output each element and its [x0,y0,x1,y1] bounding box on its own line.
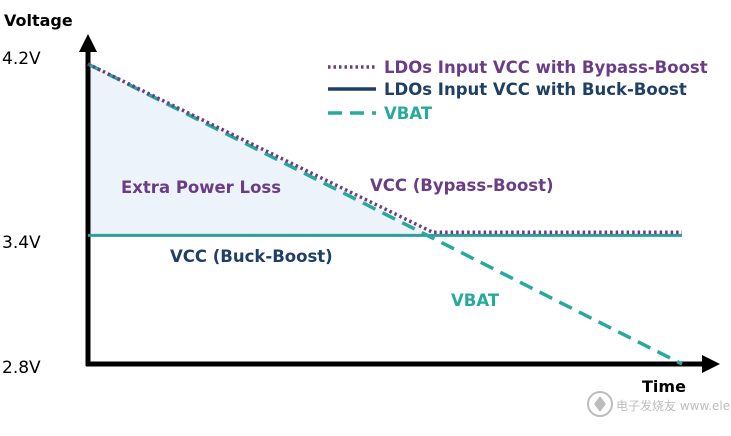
watermark-logo-icon [587,391,613,417]
y-axis-title: Voltage [4,11,73,30]
series-line-bypass-boost [87,62,682,234]
annotation-vcc-bypass: VCC (Bypass-Boost) [370,176,554,195]
watermark-logo-mark [594,396,606,412]
annotation-vbat: VBAT [451,291,500,310]
y-tick-label-4.2: 4.2V [2,49,41,69]
annotation-vcc-buck: VCC (Buck-Boost) [170,247,333,266]
watermark: 电子发烧友 www.elecfans.com [587,391,731,417]
legend-label-bypass: LDOs Input VCC with Bypass-Boost [384,58,708,77]
watermark-text: 电子发烧友 www.elecfans.com [616,398,731,413]
y-axis-arrowhead [79,34,97,52]
legend-label-buck: LDOs Input VCC with Buck-Boost [384,80,687,99]
x-axis-title: Time [642,377,686,396]
legend-label-vbat: VBAT [384,104,433,123]
annotation-extra-power-loss: Extra Power Loss [121,178,281,197]
legend: LDOs Input VCC with Bypass-Boost LDOs In… [328,58,708,123]
y-tick-label-2.8: 2.8V [2,358,41,378]
x-axis-arrowhead [702,355,720,373]
y-tick-label-3.4: 3.4V [2,233,41,253]
